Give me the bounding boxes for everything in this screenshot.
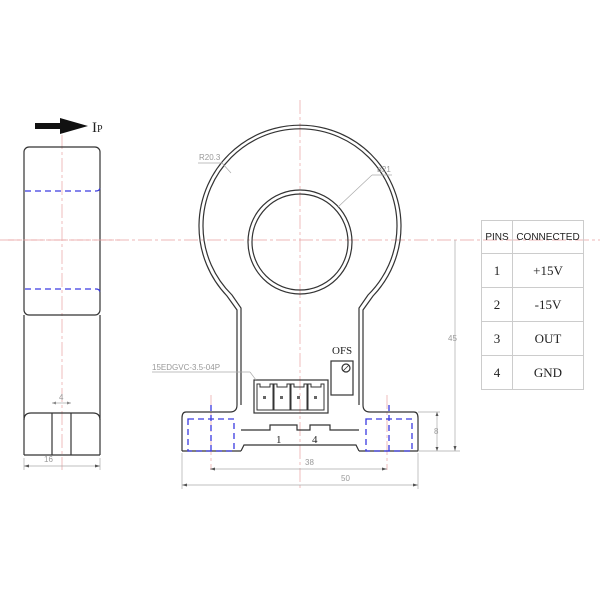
core-body (23, 146, 101, 316)
pin-table-header: PINS CONNECTED (481, 220, 584, 254)
pin-number: 2 (481, 287, 513, 322)
pin-table: PINS CONNECTED 1 +15V 2 -15V 3 OUT 4 GND (481, 220, 584, 390)
ofs-label: OFS (332, 345, 352, 357)
total-width-dim: 50 (341, 474, 350, 483)
connector (253, 379, 329, 414)
front-view: 15EDGVC-3.5-04P OFS 1 4 R20.3 ø21 45 8 3… (0, 100, 600, 490)
side-width-dim: 16 (44, 455, 53, 464)
table-row: 1 +15V (481, 253, 584, 288)
height-dim: 45 (448, 334, 457, 343)
outer-radius-label: R20.3 (199, 153, 221, 162)
table-row: 3 OUT (481, 321, 584, 356)
pin-number: 3 (481, 321, 513, 356)
inner-diameter-label: ø21 (377, 165, 391, 174)
pin-connection: -15V (512, 287, 584, 322)
pin-connection: +15V (512, 253, 584, 288)
table-row: 4 GND (481, 355, 584, 390)
table-row: 2 -15V (481, 287, 584, 322)
pin-1-label: 1 (276, 434, 282, 446)
header-pins: PINS (481, 220, 513, 254)
pin-connection: OUT (512, 321, 584, 356)
hole-spacing-dim: 38 (305, 458, 314, 467)
current-direction-arrow-icon (35, 118, 88, 134)
offset-trimmer (330, 360, 354, 396)
side-view: IP 4 16 (8, 118, 120, 470)
trimmer-screw-icon (341, 363, 351, 373)
pin-4-label: 4 (312, 434, 318, 446)
connector-label: 15EDGVC-3.5-04P (152, 363, 220, 372)
slot-width-dim: 4 (59, 393, 64, 402)
base-height-dim: 8 (434, 427, 439, 436)
pin-number: 1 (481, 253, 513, 288)
pin-number: 4 (481, 355, 513, 390)
current-label: IP (92, 120, 103, 136)
pin-connection: GND (512, 355, 584, 390)
header-connected: CONNECTED (512, 220, 584, 254)
